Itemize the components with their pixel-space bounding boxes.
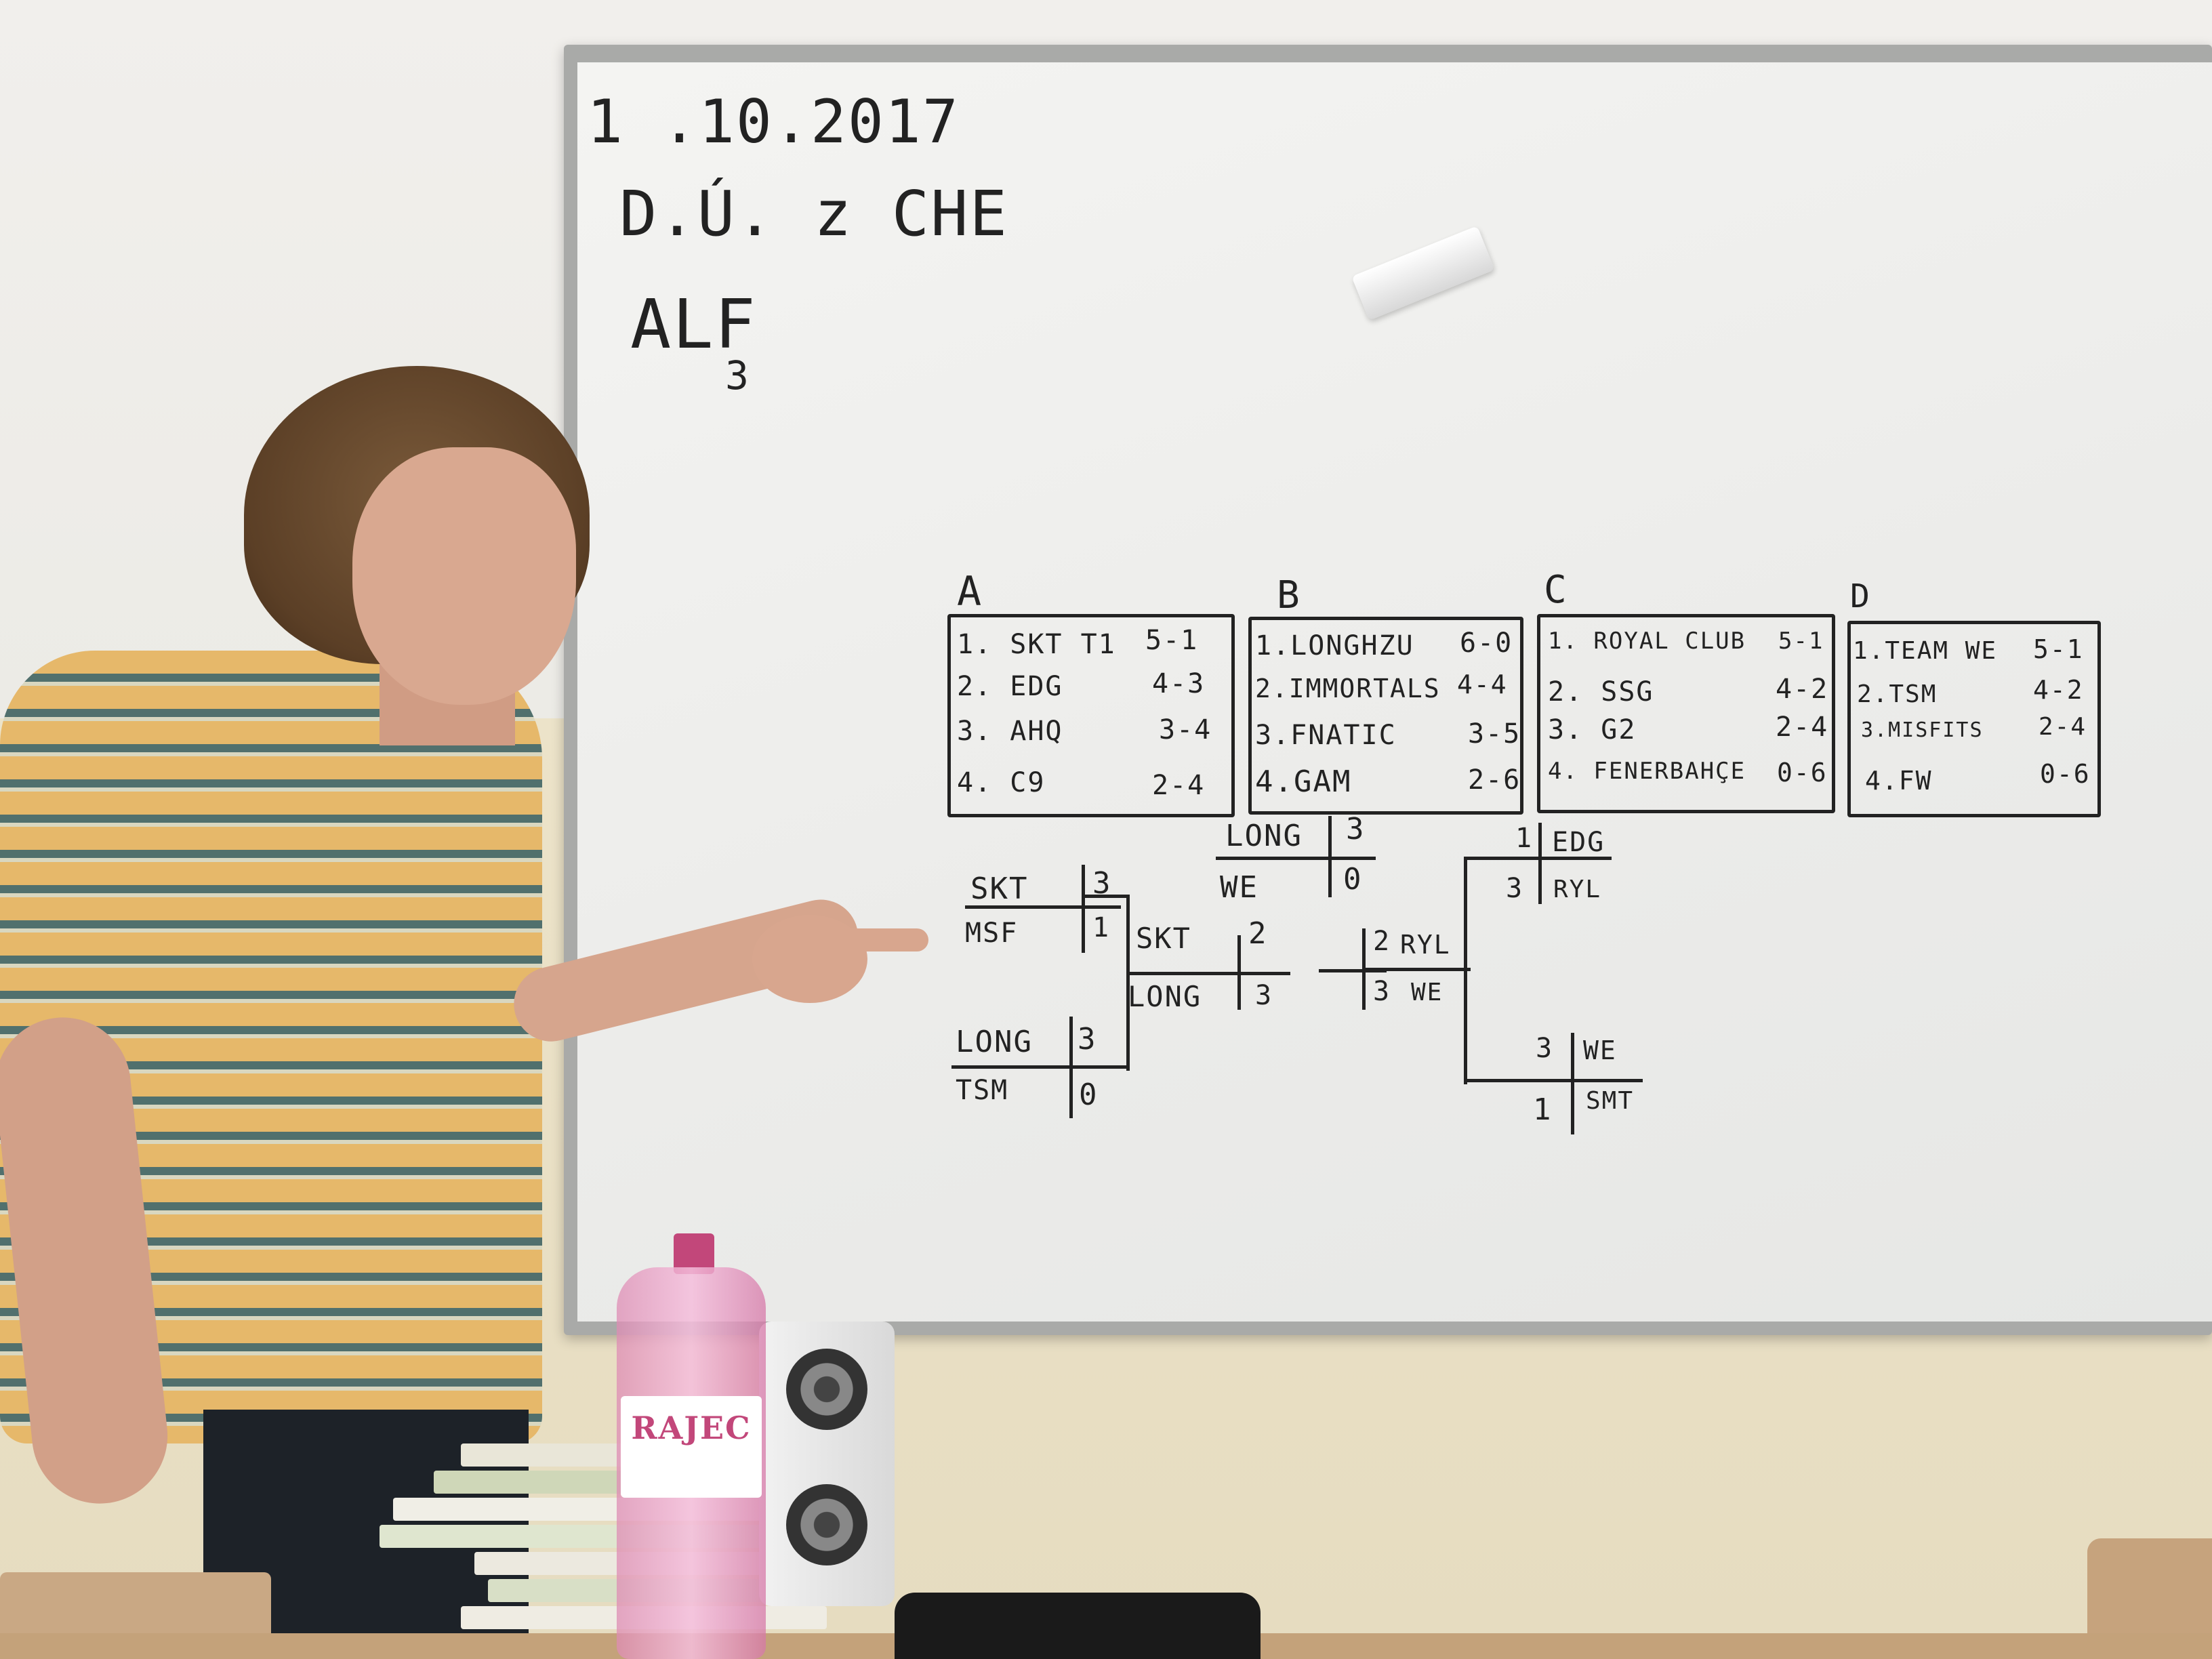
bracket-line: [1464, 1079, 1643, 1082]
group-d-row-4-score: 0-6: [2040, 759, 2091, 789]
group-d-row-2-score: 4-2: [2033, 675, 2084, 705]
group-b-row-4-team: 4.GAM: [1255, 764, 1352, 799]
bracket-qf3-score1: 3: [1346, 812, 1366, 846]
bag: [895, 1593, 1261, 1659]
group-b-table: [1248, 617, 1523, 815]
bracket-qf4-score1: 1: [1515, 823, 1534, 854]
bracket-line: [1328, 816, 1332, 897]
bracket-qf2-score2: 0: [1079, 1078, 1099, 1112]
board-date: 1 .10.2017: [587, 87, 960, 157]
bracket-line: [1237, 935, 1241, 1010]
group-a-row-4-team: 4. C9: [957, 767, 1046, 798]
group-a-row-2-score: 4-3: [1152, 668, 1206, 699]
bracket-qf5-score1: 3: [1536, 1033, 1554, 1064]
bottle-brand: RAJEC: [631, 1410, 752, 1446]
bracket-line: [1128, 972, 1290, 975]
bracket-line: [1571, 1033, 1574, 1134]
person-pointing-finger: [840, 928, 928, 951]
group-d-letter: D: [1850, 577, 1871, 615]
group-a-row-1-team: 1. SKT T1: [957, 629, 1116, 660]
group-b-letter: B: [1277, 573, 1301, 617]
bracket-line: [1464, 857, 1612, 860]
group-d-row-4-team: 4.FW: [1865, 766, 1933, 796]
bracket-qf1-team2: MSF: [965, 918, 1019, 949]
speaker: [759, 1322, 895, 1606]
bracket-line: [965, 905, 1121, 909]
group-c-row-4-team: 4. FENERBAHÇE: [1548, 758, 1746, 785]
bracket-qf5-team1: WE: [1583, 1036, 1617, 1065]
bottle-label: RAJEC: [621, 1396, 762, 1498]
bracket-sf2-score1: 2: [1373, 926, 1391, 957]
bracket-qf2-team1: LONG: [956, 1025, 1033, 1059]
bracket-qf5-team2: SMT: [1586, 1087, 1635, 1115]
bracket-sf2-team1: RYL: [1400, 930, 1451, 960]
group-a-row-3-score: 3-4: [1159, 714, 1212, 745]
bracket-sf1-score2: 3: [1255, 980, 1273, 1011]
speaker-cone: [786, 1349, 867, 1430]
bracket-sf1-score1: 2: [1248, 916, 1268, 951]
group-c-row-1-team: 1. ROYAL CLUB: [1548, 628, 1746, 655]
bracket-qf3-team1: LONG: [1225, 819, 1303, 853]
group-c-row-2-team: 2. SSG: [1548, 676, 1654, 708]
bracket-qf4-score2: 3: [1506, 873, 1524, 904]
group-a-row-2-team: 2. EDG: [957, 671, 1063, 702]
group-a-row-4-score: 2-4: [1152, 770, 1206, 801]
bracket-qf4-team1: EDG: [1552, 827, 1605, 858]
bracket-line: [1084, 895, 1129, 898]
group-d-row-3-team: 3.MISFITS: [1861, 718, 1984, 742]
bracket-line: [951, 1065, 1129, 1069]
bracket-line: [1216, 857, 1376, 860]
group-a-row-1-score: 5-1: [1145, 625, 1199, 656]
bracket-sf1-team2: LONG: [1128, 980, 1202, 1013]
bracket-sf2-team2: WE: [1411, 979, 1443, 1006]
group-c-table: [1537, 614, 1835, 813]
board-class: ALF: [630, 285, 757, 364]
board-subject: D.Ú. z CHE: [619, 178, 1008, 250]
bracket-qf3-score2: 0: [1343, 862, 1363, 897]
bracket-qf1-team1: SKT: [970, 872, 1029, 906]
bracket-qf2-team2: TSM: [956, 1075, 1009, 1106]
speaker-cone: [786, 1484, 867, 1565]
person-face: [352, 447, 576, 705]
group-a-row-3-team: 3. AHQ: [957, 716, 1063, 747]
group-b-row-3-score: 3-5: [1468, 718, 1521, 750]
group-b-row-1-team: 1.LONGHZU: [1255, 630, 1414, 661]
group-b-row-3-team: 3.FNATIC: [1255, 720, 1397, 751]
water-bottle: RAJEC: [617, 1233, 766, 1659]
bracket-line: [1464, 857, 1467, 1084]
group-c-row-4-score: 0-6: [1777, 758, 1828, 787]
group-b-row-2-score: 4-4: [1457, 670, 1508, 699]
bracket-line: [1069, 1017, 1073, 1118]
bracket-qf4-team2: RYL: [1553, 876, 1602, 903]
group-b-row-2-team: 2.IMMORTALS: [1255, 674, 1441, 703]
group-c-row-2-score: 4-2: [1776, 674, 1829, 705]
group-d-row-1-score: 5-1: [2033, 634, 2084, 664]
group-d-row-1-team: 1.TEAM WE: [1853, 637, 1998, 665]
bracket-line: [1126, 895, 1130, 1071]
group-b-row-1-score: 6-0: [1460, 628, 1513, 659]
board-class-sub: 3: [725, 352, 750, 398]
bracket-qf5-score2: 1: [1533, 1092, 1553, 1127]
bracket-line: [1538, 823, 1542, 904]
bracket-qf1-score2: 1: [1092, 912, 1111, 943]
group-c-row-3-score: 2-4: [1776, 712, 1829, 743]
bracket-sf2-score2: 3: [1373, 976, 1391, 1007]
group-d-row-3-score: 2-4: [2039, 713, 2087, 741]
group-d-row-2-team: 2.TSM: [1857, 680, 1938, 708]
bracket-line: [1362, 928, 1366, 1010]
group-a-table: [947, 614, 1235, 817]
bracket-qf3-team2: WE: [1220, 870, 1258, 905]
bracket-sf1-team1: SKT: [1136, 922, 1191, 955]
bracket-line: [1362, 968, 1471, 971]
group-a-letter: A: [957, 568, 983, 615]
group-d-table: [1847, 621, 2101, 817]
group-b-row-4-score: 2-6: [1468, 764, 1521, 796]
group-c-row-1-score: 5-1: [1778, 628, 1824, 655]
bracket-qf2-score1: 3: [1078, 1022, 1097, 1057]
group-c-letter: C: [1544, 568, 1568, 612]
bracket-line: [1082, 865, 1085, 953]
bracket-line: [1319, 969, 1387, 972]
group-c-row-3-team: 3. G2: [1548, 714, 1637, 745]
